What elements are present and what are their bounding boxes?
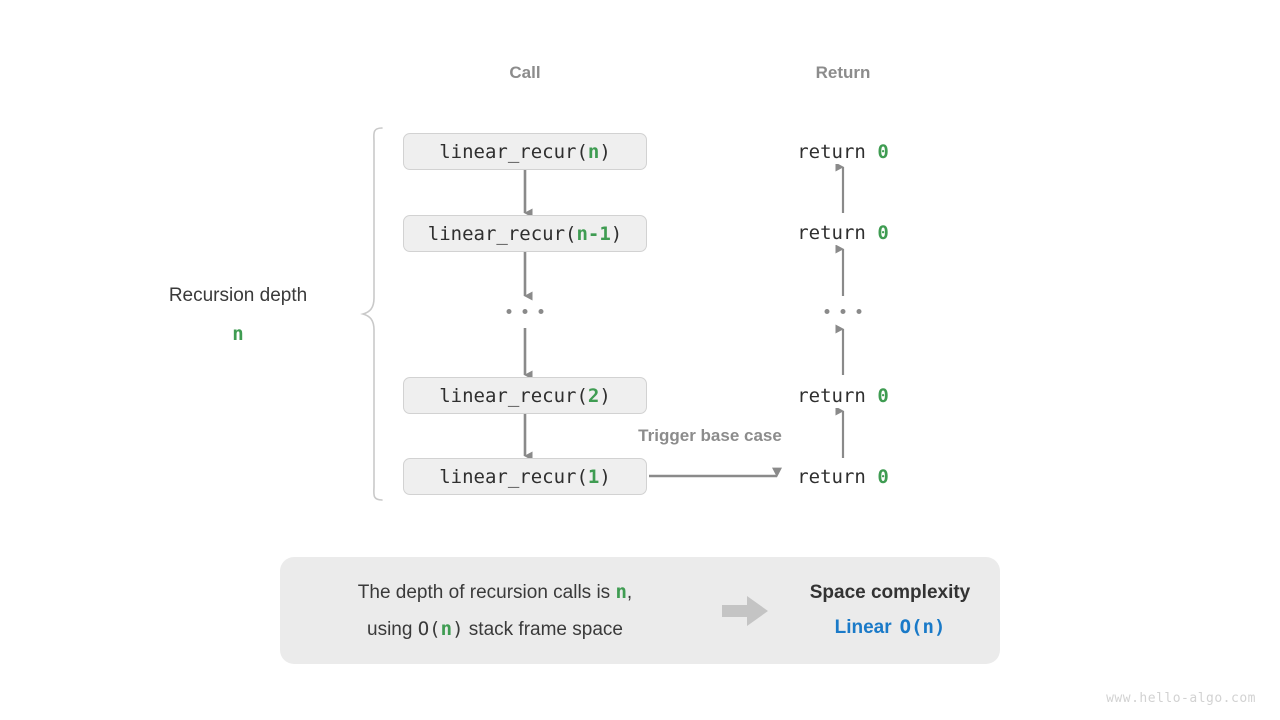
- call-frame-box[interactable]: linear_recur(n-1): [403, 215, 647, 252]
- complexity-title: Space complexity: [809, 582, 971, 603]
- call-frame-text: linear_recur(n-1): [427, 222, 623, 245]
- ellipsis-dot: [840, 309, 846, 314]
- call-frame-text: linear_recur(2): [439, 384, 611, 407]
- summary-panel: The depth of recursion calls is n, using…: [280, 557, 1000, 664]
- recursion-depth-title: Recursion depth: [168, 285, 308, 306]
- return-statement: return 0: [793, 221, 893, 245]
- recursion-depth-brace: [360, 127, 383, 501]
- return-column-ellipsis: [817, 303, 869, 320]
- summary-arrow-wrap: [710, 595, 780, 626]
- call-frame-box[interactable]: linear_recur(2): [403, 377, 647, 414]
- return-statement: return 0: [793, 465, 893, 489]
- summary-line-2: using O(n) stack frame space: [367, 617, 623, 640]
- call-frame-box[interactable]: linear_recur(n): [403, 133, 647, 170]
- ellipsis-dot: [506, 309, 512, 314]
- right-arrow-icon: [722, 595, 768, 626]
- recursion-depth-value: n: [232, 323, 244, 345]
- watermark: www.hello-algo.com: [1106, 691, 1256, 706]
- summary-line-1: The depth of recursion calls is n,: [357, 580, 633, 603]
- ellipsis-dot: [856, 309, 862, 314]
- return-statement: return 0: [793, 140, 893, 164]
- column-header-return: Return: [815, 63, 871, 82]
- column-header-call: Call: [509, 63, 541, 82]
- ellipsis-dot: [824, 309, 830, 314]
- ellipsis-dot: [538, 309, 544, 314]
- call-frame-text: linear_recur(1): [439, 465, 611, 488]
- trigger-base-case-label: Trigger base case: [638, 426, 782, 445]
- call-frame-text: linear_recur(n): [439, 140, 611, 163]
- summary-description: The depth of recursion calls is n, using…: [280, 574, 710, 648]
- return-statement: return 0: [793, 384, 893, 408]
- call-frame-box[interactable]: linear_recur(1): [403, 458, 647, 495]
- call-column-ellipsis: [499, 303, 551, 320]
- ellipsis-dot: [522, 309, 528, 314]
